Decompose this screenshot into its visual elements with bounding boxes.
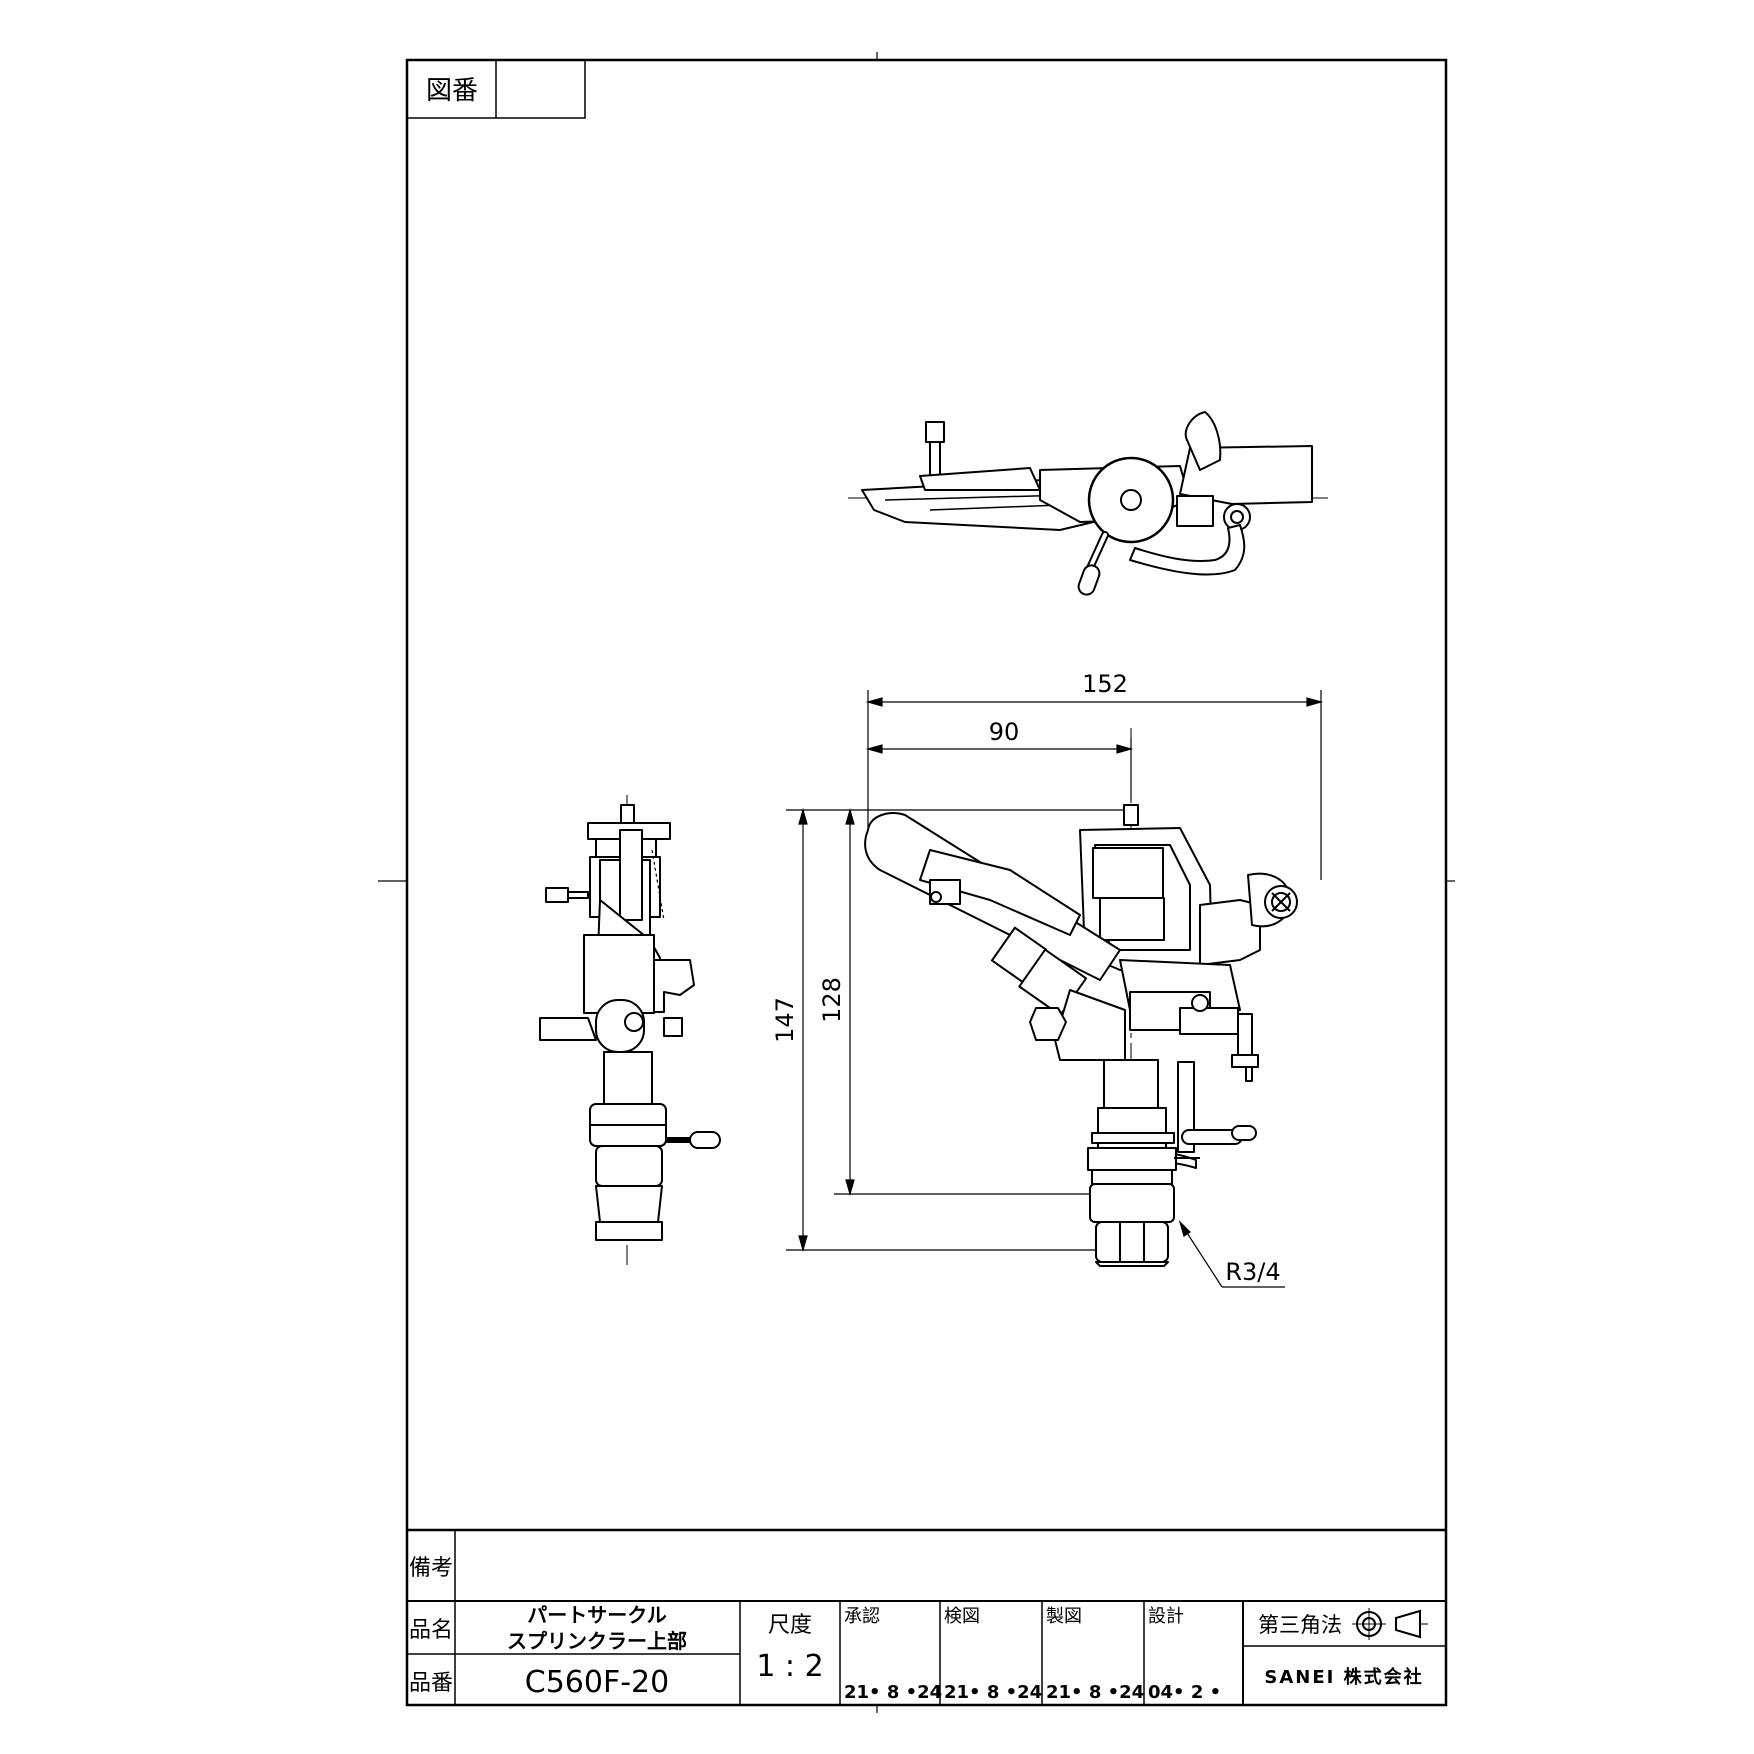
dim-width-partial: 90 (989, 718, 1020, 746)
product-name-line2: スプリンクラー上部 (507, 1629, 687, 1653)
approval-label-1: 承認 (844, 1606, 880, 1627)
scale-label: 尺度 (768, 1613, 812, 1638)
approval-date-4: 04• 2 • (1148, 1682, 1221, 1703)
approval-label-2: 検図 (944, 1606, 980, 1627)
drawing-number-box: 図番 (406, 59, 586, 119)
third-angle-projection-icon (1352, 1608, 1428, 1640)
projection-label: 第三角法 (1258, 1613, 1342, 1637)
approval-label-4: 設計 (1148, 1606, 1184, 1627)
approval-date-2: 21• 8 •24 (944, 1682, 1042, 1703)
dim-height-partial: 128 (818, 977, 846, 1023)
remarks-label: 備考 (409, 1556, 453, 1581)
dimension-lines (786, 690, 1324, 1288)
drawing-number-label: 図番 (426, 76, 478, 106)
dim-height-total: 147 (771, 997, 799, 1043)
scale-value: 1 : 2 (756, 1649, 823, 1684)
dim-width-total: 152 (1082, 670, 1128, 698)
company-name: SANEI 株式会社 (1264, 1666, 1423, 1688)
side-view (539, 795, 721, 1265)
dim-thread: R3/4 (1225, 1258, 1280, 1286)
product-number-value: C560F-20 (525, 1665, 669, 1700)
approval-date-3: 21• 8 •24 (1046, 1682, 1144, 1703)
dimension-labels: 152 90 147 128 R3/4 (771, 670, 1281, 1286)
product-name-label: 品名 (409, 1618, 453, 1643)
approval-date-1: 21• 8 •24 (844, 1682, 942, 1703)
top-view (848, 411, 1330, 596)
title-block (407, 1528, 1446, 1705)
center-marks (378, 52, 1455, 1713)
product-number-label: 品番 (409, 1671, 453, 1696)
product-name-line1: パートサークル (527, 1603, 666, 1627)
sheet-border (405, 58, 1448, 1707)
front-view (864, 728, 1298, 1267)
approval-label-3: 製図 (1046, 1606, 1082, 1627)
